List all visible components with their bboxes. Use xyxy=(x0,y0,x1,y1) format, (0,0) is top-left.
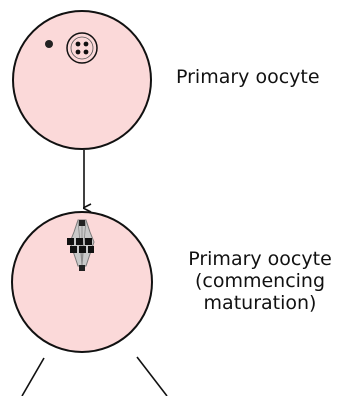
nucleus xyxy=(67,33,97,63)
maturing-oocyte-cell xyxy=(12,212,152,352)
label-line-2: (commencing xyxy=(170,270,349,292)
branch-line-right xyxy=(137,357,167,396)
chromosome-dot xyxy=(84,50,89,55)
label-primary-oocyte: Primary oocyte xyxy=(176,66,320,88)
label-line-3: maturation) xyxy=(170,292,349,314)
cell-membrane xyxy=(13,11,151,149)
centrosome-dot xyxy=(45,40,53,48)
primary-oocyte-cell xyxy=(13,11,151,149)
label-commencing-maturation: Primary oocyte (commencing maturation) xyxy=(170,248,349,314)
centrosome-top xyxy=(79,220,85,226)
centrosome-bottom xyxy=(79,265,85,271)
branch-line-left xyxy=(22,358,44,396)
chromosome-dot xyxy=(76,50,81,55)
chromosome-dot xyxy=(76,42,81,47)
chromosome-dot xyxy=(84,42,89,47)
label-line-1: Primary oocyte xyxy=(170,248,349,270)
